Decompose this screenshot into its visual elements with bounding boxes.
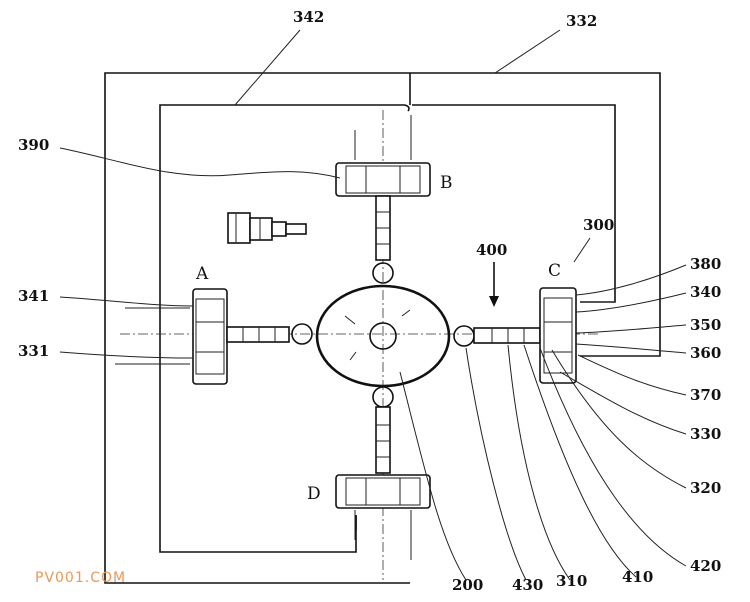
ref-342: 342 bbox=[293, 8, 324, 26]
ref-420: 420 bbox=[690, 557, 721, 575]
ref-400: 400 bbox=[476, 241, 507, 259]
central-hub bbox=[315, 284, 451, 388]
ref-370: 370 bbox=[690, 386, 721, 404]
watermark: PV001.COM bbox=[35, 570, 126, 586]
ref-430: 430 bbox=[512, 576, 543, 594]
unit-label-a: A bbox=[195, 264, 209, 284]
leader-lines bbox=[59, 29, 687, 581]
arrow-400 bbox=[489, 262, 499, 307]
ref-300: 300 bbox=[583, 216, 614, 234]
arm-d bbox=[335, 386, 431, 560]
unit-label-b: B bbox=[440, 173, 453, 193]
ref-380: 380 bbox=[690, 255, 721, 273]
unit-letters: B A C D bbox=[195, 173, 561, 504]
ref-341: 341 bbox=[18, 287, 49, 305]
ref-340: 340 bbox=[690, 283, 721, 301]
ref-331: 331 bbox=[18, 342, 49, 360]
ref-330: 330 bbox=[690, 425, 721, 443]
arm-a bbox=[115, 288, 313, 385]
ref-390: 390 bbox=[18, 136, 49, 154]
ref-350: 350 bbox=[690, 316, 721, 334]
unit-label-c: C bbox=[548, 261, 561, 281]
ref-332: 332 bbox=[566, 12, 597, 30]
arm-b bbox=[335, 115, 431, 284]
ref-310: 310 bbox=[556, 572, 587, 590]
ref-360: 360 bbox=[690, 344, 721, 362]
arm-c bbox=[453, 287, 660, 384]
reference-numerals: 342 332 390 300 400 380 341 340 350 331 … bbox=[18, 8, 721, 594]
ref-320: 320 bbox=[690, 479, 721, 497]
unit-label-d: D bbox=[307, 484, 321, 504]
ref-410: 410 bbox=[622, 568, 653, 586]
ref-200: 200 bbox=[452, 576, 483, 594]
spare-cartridge bbox=[227, 212, 307, 244]
